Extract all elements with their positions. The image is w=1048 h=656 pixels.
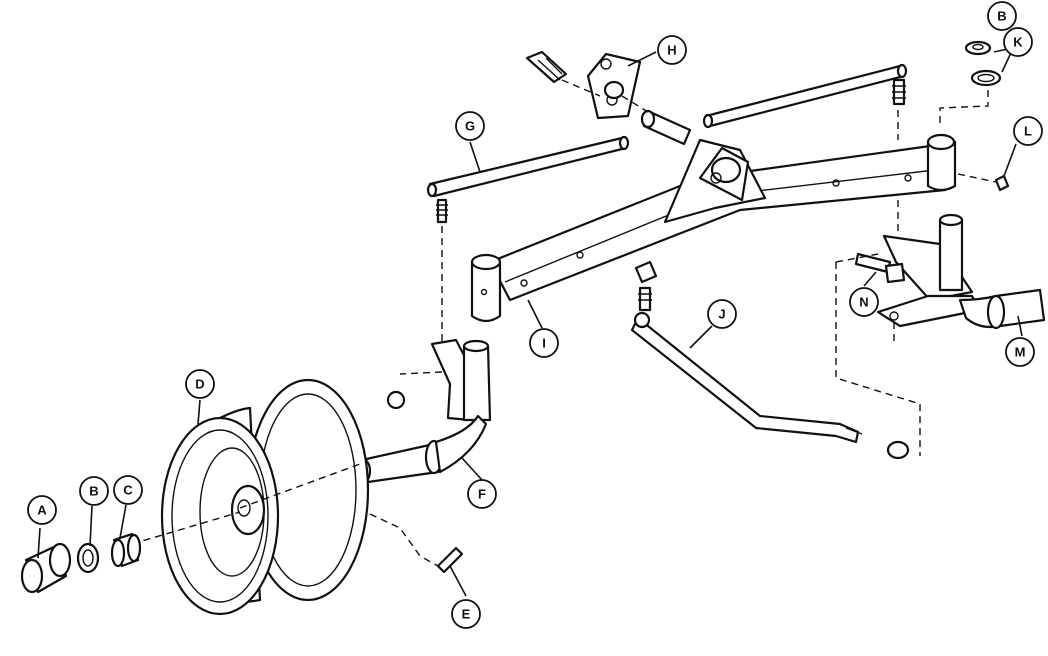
callout-h: H <box>657 35 687 65</box>
drag-link <box>630 260 910 460</box>
callout-b-wheel: B <box>79 476 109 506</box>
tie-rod-left <box>426 135 630 350</box>
callout-b-top: B <box>987 1 1017 31</box>
svg-text:D: D <box>195 377 204 392</box>
svg-text:C: C <box>123 483 133 498</box>
svg-text:I: I <box>542 336 546 351</box>
tie-rod-right <box>702 63 908 232</box>
svg-text:J: J <box>718 307 725 322</box>
top-washer-b <box>964 40 992 56</box>
seal-washer <box>76 542 100 574</box>
callout-f: F <box>467 479 497 509</box>
axle-beam <box>470 133 957 323</box>
svg-text:N: N <box>859 295 868 310</box>
callout-d: D <box>185 369 215 399</box>
callout-e: E <box>451 599 481 629</box>
svg-text:B: B <box>89 484 98 499</box>
callout-j: J <box>707 299 737 329</box>
grease-fitting <box>369 513 464 574</box>
pivot-bracket-plate <box>525 50 692 146</box>
bearing-bushing <box>110 532 142 568</box>
callout-a: A <box>27 495 57 525</box>
callout-i: I <box>529 328 559 358</box>
leader-lines <box>37 41 1023 597</box>
callout-g: G <box>455 111 485 141</box>
wheel-rim <box>131 378 370 616</box>
svg-text:K: K <box>1013 35 1023 50</box>
svg-text:M: M <box>1015 345 1026 360</box>
callout-l: L <box>1013 116 1043 146</box>
callout-m: M <box>1005 337 1035 367</box>
svg-text:L: L <box>1024 124 1032 139</box>
hub-cap <box>20 542 72 594</box>
svg-text:A: A <box>37 503 47 518</box>
top-washer-k <box>970 69 1002 87</box>
svg-text:E: E <box>462 607 471 622</box>
callout-k: K <box>1003 27 1033 57</box>
svg-text:H: H <box>667 43 676 58</box>
callout-c: C <box>113 475 143 505</box>
right-spindle-assembly <box>835 213 1046 456</box>
svg-text:B: B <box>997 9 1006 24</box>
small-bolt-l <box>957 173 1010 192</box>
svg-text:F: F <box>478 487 486 502</box>
left-spindle <box>356 338 492 484</box>
svg-text:G: G <box>465 119 475 134</box>
callout-n: N <box>849 287 879 317</box>
